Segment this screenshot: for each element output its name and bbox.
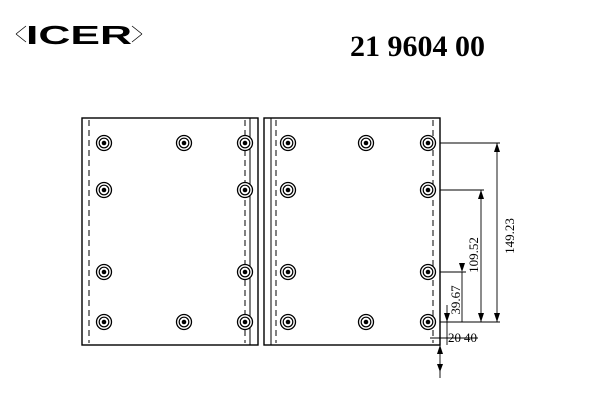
arrow-39-bottom <box>444 313 450 322</box>
logo-right-wing-lower <box>131 33 143 43</box>
rivet-hole-icon <box>95 134 113 152</box>
rivet-hole-icon <box>357 313 375 331</box>
rivet-hole-icon <box>357 134 375 152</box>
rivet-hole-icon <box>95 313 113 331</box>
rivet-hole-icon <box>279 313 297 331</box>
arrow-109-top <box>478 190 484 199</box>
rivet-hole-icon <box>279 263 297 281</box>
right-lining <box>263 117 441 346</box>
left-lining <box>81 117 259 346</box>
logo-left-wing <box>15 25 27 35</box>
logo-right-wing <box>131 25 143 35</box>
dim-label-109: 109.52 <box>466 237 481 273</box>
rivet-hole-icon <box>175 313 193 331</box>
arrow-bottom-left <box>437 345 443 354</box>
rivet-hole-icon <box>95 181 113 199</box>
right-lining-outline <box>263 117 441 346</box>
brand-logo: ICER <box>15 20 143 50</box>
brand-name: ICER <box>26 20 132 50</box>
arrow-149-bottom <box>494 313 500 322</box>
dim-label-40: 40 <box>464 330 477 345</box>
dim-label-20: 20 <box>448 330 461 345</box>
dimension-arrows <box>437 143 500 372</box>
part-number: 21 9604 00 <box>350 30 485 63</box>
arrow-149-top <box>494 143 500 152</box>
rivet-hole-icon <box>279 134 297 152</box>
rivet-hole-icon <box>419 134 437 152</box>
rivet-holes <box>95 134 437 331</box>
rivet-hole-icon <box>236 263 254 281</box>
arrow-39-top <box>459 263 465 272</box>
rivet-hole-icon <box>419 181 437 199</box>
rivet-hole-icon <box>236 313 254 331</box>
dim-label-39: 39.67 <box>448 285 463 315</box>
left-lining-outline <box>81 117 259 346</box>
dimension-lines <box>430 142 500 378</box>
rivet-hole-icon <box>236 134 254 152</box>
rivet-hole-icon <box>95 263 113 281</box>
rivet-hole-icon <box>175 134 193 152</box>
arrow-109-bottom <box>478 313 484 322</box>
rivet-hole-icon <box>279 181 297 199</box>
logo-left-wing-lower <box>15 33 27 43</box>
rivet-hole-icon <box>419 263 437 281</box>
arrow-bottom-under <box>437 364 443 372</box>
rivet-hole-icon <box>236 181 254 199</box>
rivet-hole-icon <box>419 313 437 331</box>
dim-label-149: 149.23 <box>502 218 517 254</box>
